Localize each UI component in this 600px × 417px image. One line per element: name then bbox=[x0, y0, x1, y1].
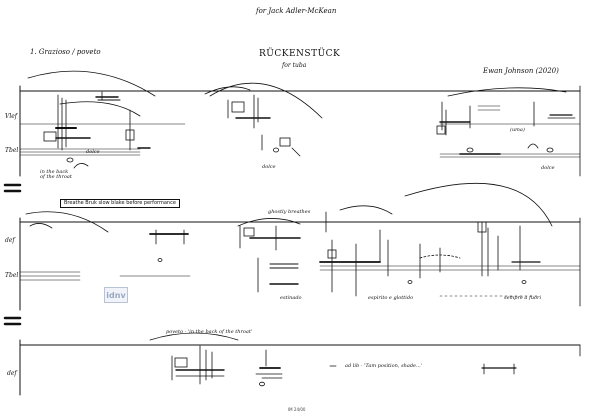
annotation-ghostly: ghostly breathes bbox=[268, 209, 311, 215]
system2-slur-1 bbox=[25, 211, 109, 233]
annotation-estinado: estinado bbox=[280, 295, 302, 301]
throat-instruction: poveto - 'in the back of the throat' bbox=[166, 329, 253, 335]
system1-cluster-3 bbox=[227, 94, 301, 157]
system2-slur-3 bbox=[339, 205, 393, 215]
system1-cluster-2 bbox=[95, 91, 151, 151]
staff-label-system2-top: def bbox=[5, 237, 15, 244]
system-separator-1 bbox=[3, 183, 22, 193]
annotation-dolce-2: dolce bbox=[262, 164, 276, 170]
system2-slur-2 bbox=[237, 218, 301, 227]
system2-cluster-3 bbox=[319, 221, 541, 297]
annotation-sempre: sempre a fuori bbox=[504, 295, 542, 301]
staff-label-system1-top: Vlef bbox=[5, 113, 18, 120]
system1-slur-4 bbox=[447, 87, 567, 97]
system2-cluster-2 bbox=[239, 211, 327, 293]
system1-slur-3 bbox=[204, 86, 251, 95]
system3-slur-1 bbox=[149, 332, 239, 341]
composer-credit: Ewan Johnson (2020) bbox=[483, 67, 559, 75]
system2-cluster-1 bbox=[119, 229, 191, 277]
movement-heading: 1. Grazioso / poveto bbox=[30, 48, 101, 56]
system1-slur-5 bbox=[59, 101, 141, 117]
system2-slur-5 bbox=[29, 223, 53, 229]
system3-cluster-2 bbox=[329, 363, 517, 375]
staff-label-system2-bottom: Tbel bbox=[5, 272, 19, 279]
boxed-instruction: Breathe Bruk slow blake before performan… bbox=[60, 199, 180, 208]
system3-cluster-1 bbox=[171, 345, 283, 387]
system1-cluster-4 bbox=[436, 101, 576, 155]
system1-cluster-1 bbox=[43, 94, 91, 169]
system-separator-2 bbox=[3, 316, 22, 326]
system2-slur-4 bbox=[404, 182, 553, 227]
watermark-badge: idnv bbox=[104, 287, 128, 303]
page-number: IM 24/00 bbox=[288, 407, 306, 412]
piece-subtitle: for tuba bbox=[282, 62, 307, 69]
staff-label-system3: def bbox=[7, 370, 17, 377]
staff-label-system1-bottom: Tbel bbox=[5, 147, 19, 154]
system1-slur-2 bbox=[209, 82, 323, 119]
annotation-uma: (uma) bbox=[510, 127, 525, 133]
annotation-dolce-3: dolce bbox=[541, 165, 555, 171]
annotation-throat: in the back of the throat bbox=[40, 169, 72, 180]
tempo-note: ad lib - 'Tam position, shade...' bbox=[345, 363, 423, 369]
dedication: for Jack Adler-McKean bbox=[256, 7, 337, 15]
piece-title: RÜCKENSTÜCK bbox=[259, 49, 341, 59]
system1-slur-1 bbox=[27, 70, 156, 97]
annotation-espirito: espirito e glottido bbox=[368, 295, 414, 301]
